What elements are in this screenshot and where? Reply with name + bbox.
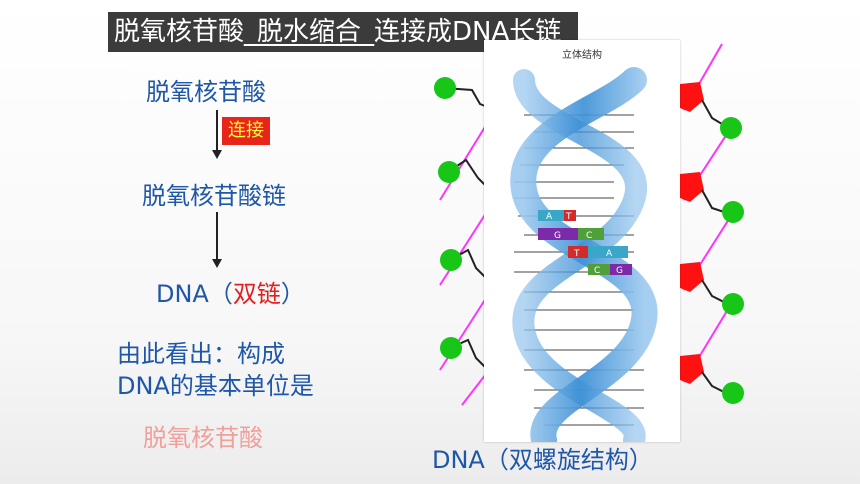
base-t2-label: T — [573, 249, 580, 259]
flow-arrow-2-line — [216, 212, 218, 260]
flow-step-nucleotide: 脱氧核苷酸 — [146, 78, 266, 106]
conclusion-line-2: DNA的基本单位是 — [117, 372, 314, 400]
right-sugar-3 — [680, 262, 704, 292]
double-helix-image: 立体结构 — [484, 40, 680, 453]
base-g-label: G — [554, 231, 561, 241]
conclusion-line-1: 由此看出：构成 — [117, 340, 285, 368]
link-badge: 连接 — [222, 117, 270, 145]
dna-prefix: DNA（ — [156, 280, 233, 308]
base-a-label: A — [546, 212, 553, 222]
flow-step-dna: DNA（双链） — [156, 274, 305, 309]
base-block-a — [538, 210, 564, 221]
base-block-g2 — [610, 264, 632, 275]
base-labels: A T G C T A C G — [538, 210, 632, 276]
left-phosphate-1 — [434, 77, 456, 99]
right-phosphate-3 — [722, 293, 744, 315]
left-phosphate-2 — [438, 161, 460, 183]
right-phosphate-1 — [720, 117, 742, 139]
base-block-c2 — [588, 264, 610, 275]
panel-caption: 立体结构 — [562, 50, 602, 61]
left-phosphate-3 — [440, 249, 462, 271]
flow-arrow-1-line — [216, 110, 218, 152]
base-block-t1 — [564, 210, 576, 221]
base-t-label: T — [565, 212, 572, 222]
right-phosphate-2 — [722, 201, 744, 223]
figure-caption: DNA（双螺旋结构） — [432, 446, 653, 474]
base-a2-label: A — [606, 249, 613, 259]
flow-arrow-2-head — [212, 259, 222, 268]
left-phosphate-4 — [440, 337, 462, 359]
helix-illustration: A T G C T A C G — [510, 67, 658, 453]
conclusion-text: 由此看出：构成 DNA的基本单位是 — [117, 338, 314, 402]
title-part-1: 脱氧核苷酸 — [114, 17, 245, 47]
right-sugar-4 — [680, 354, 704, 384]
title-part-2: _脱水缩合_ — [244, 17, 375, 47]
double-strand-highlight: 双链 — [232, 280, 281, 308]
base-g2-label: G — [616, 266, 623, 276]
base-block-t2 — [568, 246, 588, 258]
slide-title: 脱氧核苷酸_脱水缩合_连接成DNA长链 — [108, 12, 578, 52]
base-block-c1 — [578, 228, 604, 240]
base-block-a2 — [588, 246, 628, 258]
base-block-g — [538, 228, 578, 240]
flow-step-chain: 脱氧核苷酸链 — [142, 182, 286, 210]
left-strand — [434, 69, 521, 406]
right-phosphate-4 — [722, 382, 744, 404]
right-sugar-2 — [680, 172, 704, 202]
helix-strand-2 — [512, 69, 647, 451]
dna-suffix: ） — [280, 280, 305, 308]
right-strand — [680, 43, 744, 404]
base-c2-label: C — [594, 266, 600, 276]
flow-arrow-1-head — [212, 150, 222, 159]
right-sugar-1 — [680, 82, 704, 112]
answer-text: 脱氧核苷酸 — [143, 424, 263, 452]
base-c-label: C — [586, 231, 592, 241]
title-part-2-text: 脱水缩合 — [257, 17, 362, 47]
